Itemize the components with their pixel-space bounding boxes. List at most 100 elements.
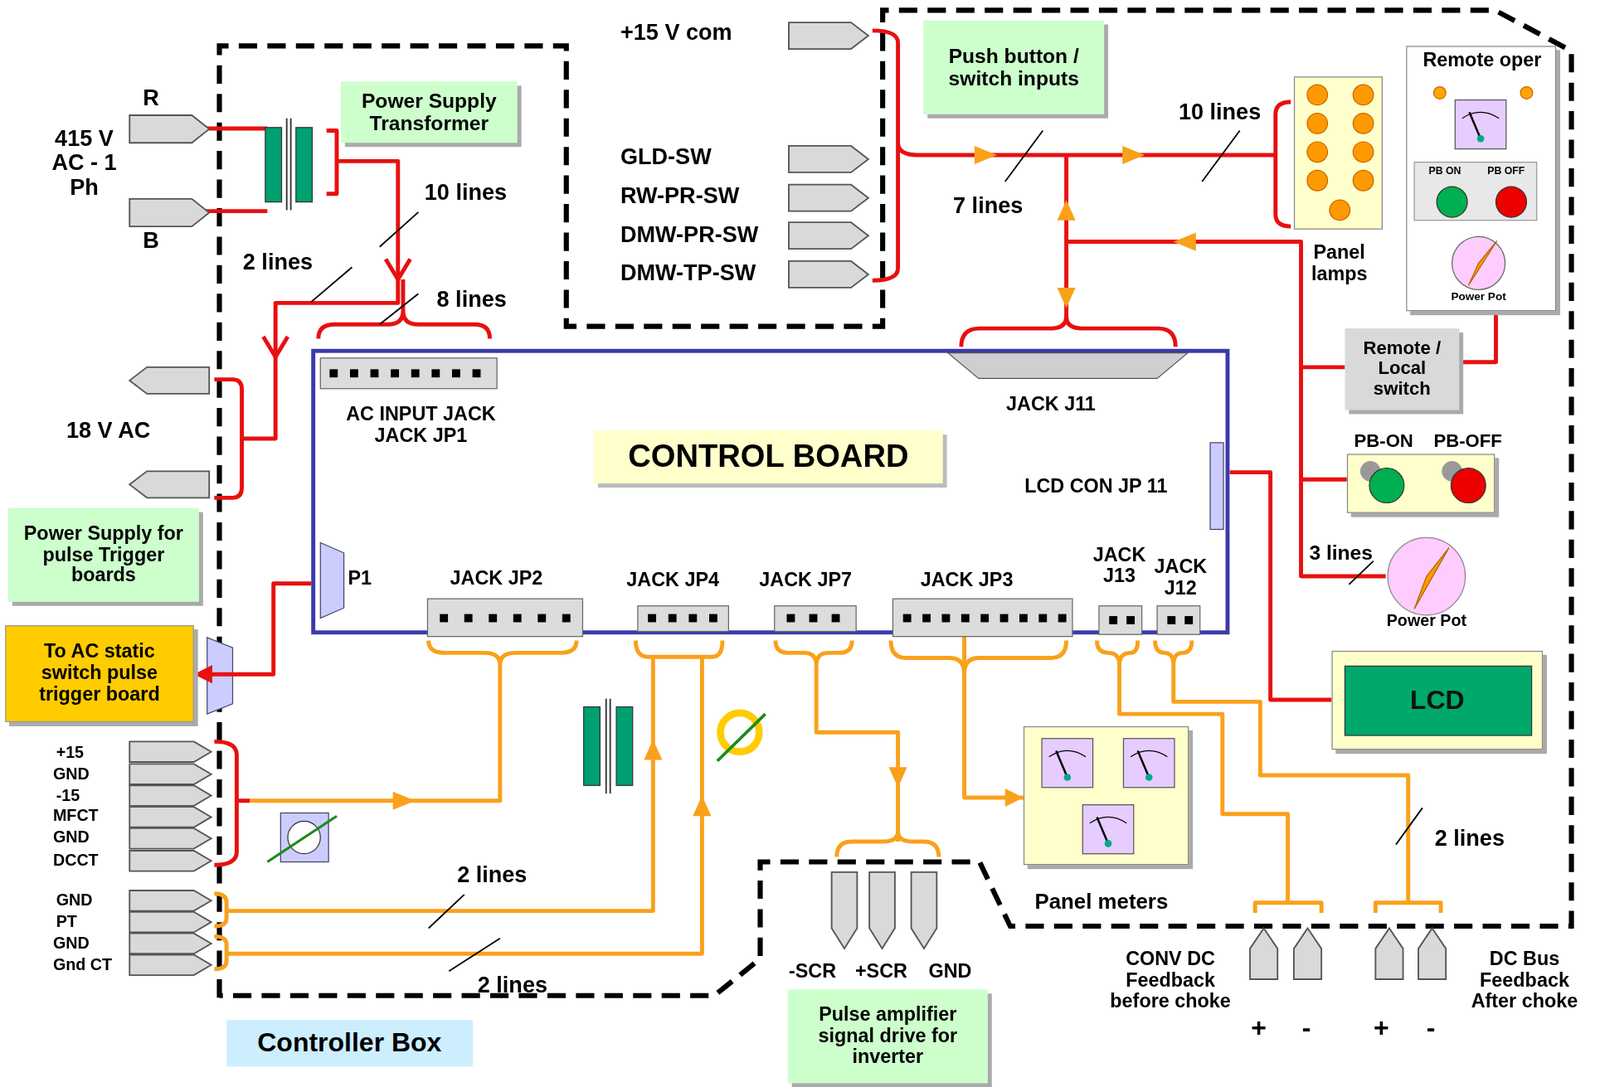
signal-label: GND	[928, 961, 973, 983]
transformer-symbol-part	[616, 707, 633, 787]
current-transformer-symbol-part	[267, 816, 337, 862]
signal-label: 8 lines	[437, 287, 507, 313]
control-board-drawing-part	[688, 614, 697, 623]
signal-label: GND	[53, 934, 90, 954]
power-pot-drawing-part	[1414, 548, 1450, 610]
terminal-symbol-part	[1293, 928, 1322, 981]
red-wires-part	[262, 336, 288, 358]
meter-panel-drawing-part	[1130, 750, 1168, 757]
terminal-symbol-part	[831, 872, 858, 949]
wire-connector	[194, 583, 312, 685]
node-text: PB-OFF	[1433, 431, 1502, 452]
node-text: JACK J13	[1091, 544, 1147, 588]
orange-wires-part	[775, 641, 939, 858]
control-board-drawing-part	[1157, 606, 1201, 635]
control-board-drawing-part	[647, 614, 657, 623]
signal-label: R	[142, 85, 160, 111]
meter-panel-drawing-part	[1041, 739, 1094, 788]
node-text: Power Pot	[1435, 289, 1522, 302]
push-button-panel-drawing-part	[1369, 468, 1405, 504]
wire-connector-part	[1005, 788, 1024, 808]
signal-label: -	[1302, 1013, 1312, 1043]
red-wires-part	[204, 128, 268, 212]
remote-panel-drawing-part	[1477, 135, 1485, 143]
signal-arrows-part	[1057, 287, 1076, 309]
meter-panel-drawing-part	[1089, 817, 1127, 823]
signal-label: B	[142, 228, 160, 254]
control-board-drawing-part	[668, 614, 677, 623]
node-text: LCD CON JP 11	[1024, 476, 1168, 499]
signal-arrows-part	[1122, 145, 1145, 165]
node-text: Controller Box	[257, 1028, 442, 1058]
meter-panel-drawing-part	[1082, 805, 1134, 855]
node-text: JACK JP2	[450, 568, 544, 590]
orange-wires	[213, 641, 1441, 970]
lamp-panel-drawing-part	[1352, 170, 1374, 191]
wire-connector	[1458, 311, 1496, 363]
meter-panel-drawing-part	[1137, 750, 1150, 778]
remote-panel-drawing-part	[1414, 162, 1537, 221]
signal-label: -SCR	[788, 961, 837, 983]
transformer-symbol-part	[296, 127, 313, 203]
lamp-panel-drawing-part	[1307, 84, 1328, 106]
transformer-symbol-part	[606, 699, 611, 794]
control-board-drawing-part	[390, 369, 399, 378]
power-pot-drawing-part	[1387, 537, 1465, 615]
signal-label: DC Bus Feedback After choke	[1458, 948, 1590, 1013]
signal-label: GND	[53, 828, 90, 847]
control-board-drawing-part	[1167, 616, 1176, 625]
controller-box-outline-part	[218, 9, 1571, 998]
terminal-symbol	[129, 22, 1446, 980]
node-text: JACK J11	[1006, 393, 1096, 416]
control-board-drawing-part	[562, 614, 571, 623]
control-board-drawing-part	[1019, 614, 1028, 623]
red-wires-part	[385, 258, 411, 280]
push-button-panel-drawing	[1347, 455, 1496, 515]
terminal-symbol-part	[129, 367, 210, 394]
transformer-symbol-part	[265, 127, 283, 203]
control-board-drawing-part	[320, 358, 497, 390]
control-board-drawing-part	[980, 614, 989, 623]
terminal-symbol-part	[129, 741, 211, 763]
terminal-symbol-part	[129, 828, 211, 850]
wire-connector-part	[1229, 472, 1332, 701]
signal-label: 2 lines	[457, 863, 527, 889]
remote-panel: Remote operPB ONPB OFFPower Pot	[1405, 45, 1557, 312]
remote-panel-drawing-part	[1462, 111, 1499, 118]
signal-arrows-part	[1057, 199, 1076, 221]
red-wires-part	[961, 316, 1176, 347]
terminal-symbol-part	[129, 851, 211, 872]
lamp-panel-drawing-part	[1352, 113, 1374, 135]
remote-panel-drawing-part	[1452, 236, 1506, 290]
signal-label: +	[1250, 1013, 1267, 1043]
transformer-symbol-part	[583, 707, 601, 787]
lamp-panel-drawing-part	[1307, 141, 1328, 163]
terminal-symbol-part	[129, 912, 211, 934]
terminal-symbol-part	[129, 890, 211, 912]
leader-line-part	[311, 130, 1423, 972]
orange-wires-part	[635, 641, 723, 667]
signal-label: -	[1426, 1013, 1436, 1043]
remote-panel-drawing-part	[1469, 111, 1482, 139]
control-board-drawing-part	[1184, 616, 1193, 625]
meter-panel-drawing-part	[1055, 750, 1068, 778]
meter-panel: Panel meters	[1023, 726, 1189, 866]
signal-label: GND	[53, 765, 90, 784]
lamp-panel-drawing-part	[1329, 199, 1351, 221]
node-text: Power Supply for pulse Trigger boards	[14, 523, 193, 588]
current-transformer-symbol	[267, 713, 765, 863]
node-text: Power Supply Transformer	[346, 89, 511, 135]
signal-arrows-part	[1173, 232, 1197, 251]
terminal-symbol-part	[911, 872, 938, 949]
terminal-symbol-part	[1418, 928, 1446, 981]
wire-connector	[964, 634, 1024, 808]
terminal-symbol-part	[129, 199, 210, 227]
node-text: Panel meters	[1034, 889, 1168, 914]
terminal-symbol-part	[788, 261, 869, 288]
push-button-panel: PB-ONPB-OFF	[1347, 453, 1495, 513]
control-board-drawing-part	[329, 369, 338, 378]
meter-panel-drawing-part	[1145, 773, 1153, 782]
transformer-symbol-part	[286, 118, 292, 211]
signal-label: GLD-SW	[620, 145, 712, 171]
control-board-drawing-part	[411, 369, 420, 378]
